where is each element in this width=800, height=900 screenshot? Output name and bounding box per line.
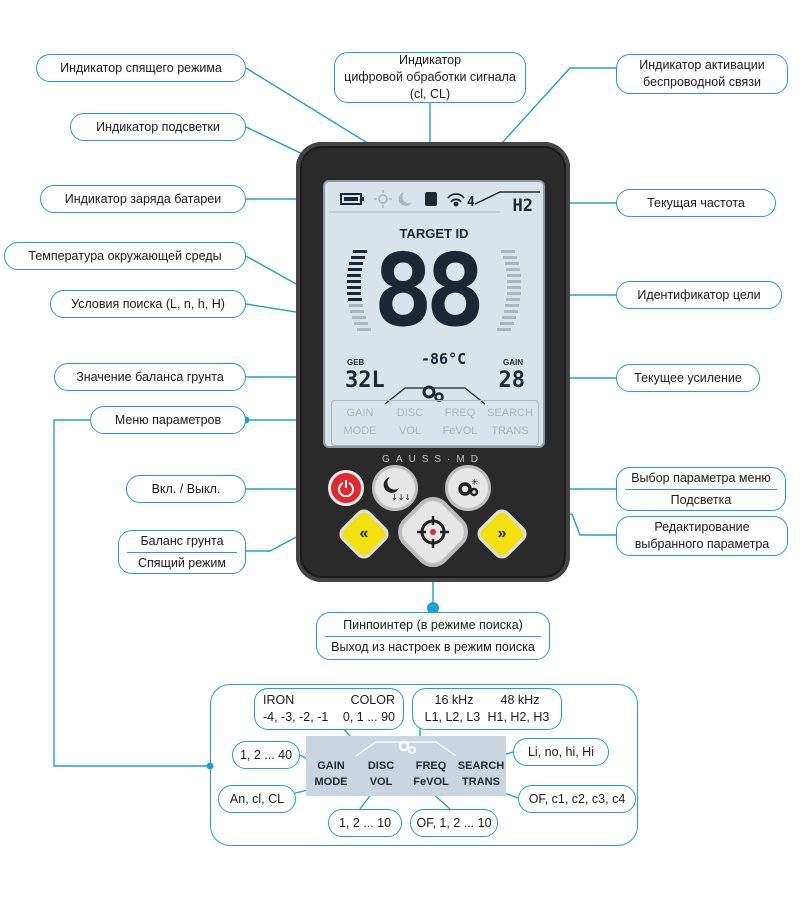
callout-mode-range: An, cl, CL	[218, 785, 296, 813]
lcd-menu-fevol: FeVOL	[442, 425, 478, 437]
mini-menu-disc: DISC	[367, 760, 395, 772]
callout-temperature: Температура окружающей среды	[4, 242, 246, 270]
geb-value: 32L	[345, 368, 385, 393]
mini-lcd-menu: GAIN DISC FREQ SEARCH MODE VOL FeVOL TRA…	[306, 736, 506, 796]
menu-select-button[interactable]: ✳	[445, 465, 491, 511]
ground-balance-button[interactable]: ↓↓↓	[372, 465, 418, 511]
callout-search-conditions: Условия поиска (L, n, h, H)	[50, 290, 246, 318]
pinpoint-button[interactable]	[390, 489, 476, 575]
lcd-menu-search: SEARCH	[487, 407, 533, 419]
power-button[interactable]	[328, 470, 364, 506]
callout-fevol-range: OF, 1, 2 ... 10	[410, 809, 498, 837]
moon-ground-icon: ↓↓↓	[383, 477, 409, 502]
callout-vol-range: 1, 2 ... 10	[328, 809, 402, 837]
mini-menu-mode: MODE	[314, 776, 348, 788]
callout-target-id: Идентификатор цели	[616, 281, 782, 309]
temperature-readout: -86°C	[421, 350, 467, 368]
mini-menu-grid: GAIN DISC FREQ SEARCH MODE VOL FeVOL TRA…	[306, 758, 506, 790]
callout-current-gain: Текущее усиление	[616, 364, 760, 392]
gain-value: 28	[498, 368, 526, 393]
frequency-readout: H2	[512, 196, 533, 216]
callout-gain-range: 1, 2 ... 40	[232, 741, 300, 769]
mini-menu-freq: FREQ	[415, 760, 447, 772]
crosshair-icon	[417, 516, 449, 548]
lcd-menu-frame	[331, 400, 539, 446]
mini-gears-icon	[355, 740, 457, 757]
lcd-menu: GAIN DISC FREQ SEARCH MODE VOL FeVOL TRA…	[335, 404, 535, 440]
mini-menu-trans: TRANS	[462, 776, 500, 788]
geb-label: GEB	[347, 358, 365, 367]
lcd-screen: 4 H2 TARGET ID 88 -86°C GEB 32L GAIN 28 …	[323, 180, 545, 448]
lcd-menu-gain: GAIN	[346, 407, 374, 419]
mini-menu-gain: GAIN	[317, 760, 345, 772]
gain-label: GAIN	[503, 358, 523, 367]
mini-menu-fevol: FeVOL	[413, 776, 449, 788]
lcd-top-icons: 4	[329, 190, 540, 213]
lcd-menu-disc: DISC	[396, 407, 424, 419]
brand-logo: GAUSS·MD	[382, 454, 484, 465]
lcd-menu-mode: MODE	[343, 425, 377, 437]
callout-battery-indicator: Индикатор заряда батареи	[40, 185, 246, 213]
callout-search-range: Li, no, hi, Hi	[513, 738, 609, 766]
left-arrow-icon: «	[359, 525, 369, 542]
target-id-label: TARGET ID	[399, 226, 469, 241]
callout-parameter-menu: Меню параметров	[90, 406, 246, 434]
callout-sleep-indicator: Индикатор спящего режима	[36, 54, 246, 82]
lcd-menu-freq: FREQ	[444, 407, 476, 419]
right-arrow-icon: »	[497, 525, 507, 542]
callout-ground-balance-value: Значение баланса грунта	[54, 363, 246, 391]
mini-menu-search: SEARCH	[457, 760, 505, 772]
svg-text:✳: ✳	[471, 478, 479, 488]
callout-current-frequency: Текущая частота	[616, 189, 776, 217]
battery-icon	[340, 193, 364, 205]
wireless-icon	[447, 193, 465, 207]
settings-detail-frame	[210, 684, 638, 846]
power-icon	[338, 480, 354, 497]
callout-pinpointer: Пинпоинтер (в режиме поиска)Выход из нас…	[316, 612, 550, 660]
svg-text:4: 4	[467, 195, 475, 210]
callout-trans-range: OF, c1, c2, c3, c4	[518, 785, 636, 813]
sleep-moon-icon	[398, 192, 412, 206]
callout-backlight-indicator: Индикатор подсветки	[70, 113, 246, 141]
lcd-menu-vol: VOL	[398, 425, 421, 437]
target-id-value: 88	[373, 232, 485, 349]
lcd-menu-trans: TRANS	[491, 425, 529, 437]
mini-menu-vol: VOL	[369, 776, 393, 788]
svg-text:↓↓↓: ↓↓↓	[391, 493, 409, 502]
gears-backlight-icon: ✳	[458, 478, 479, 497]
backlight-icon	[374, 190, 392, 208]
dsp-icon	[425, 192, 437, 206]
callout-power: Вкл. / Выкл.	[126, 475, 246, 503]
signal-bars	[347, 250, 521, 331]
